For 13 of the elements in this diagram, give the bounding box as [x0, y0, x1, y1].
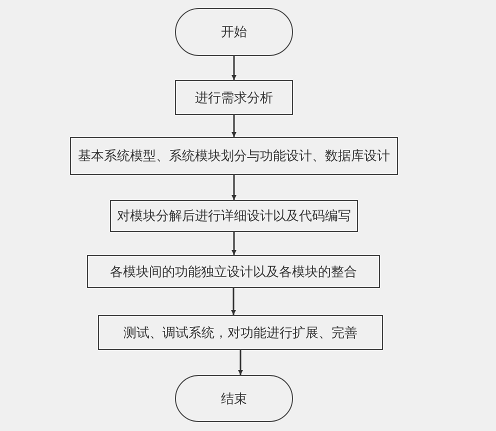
process-box: 基本系统模型、系统模块划分与功能设计、数据库设计 — [70, 137, 398, 175]
arrow — [232, 115, 236, 137]
process-box: 进行需求分析 — [175, 80, 293, 115]
arrow — [232, 232, 236, 255]
arrow — [238, 350, 243, 375]
arrow — [232, 175, 236, 200]
terminal-shape: 结束 — [175, 375, 293, 422]
process-box: 测试、调试系统，对功能进行扩展、完善 — [98, 315, 383, 350]
process-box: 各模块间的功能独立设计以及各模块的整合 — [87, 255, 380, 288]
arrow — [231, 288, 236, 315]
terminal-shape: 开始 — [175, 8, 293, 56]
arrow — [232, 56, 236, 80]
process-box: 对模块分解后进行详细设计以及代码编写 — [110, 200, 358, 232]
